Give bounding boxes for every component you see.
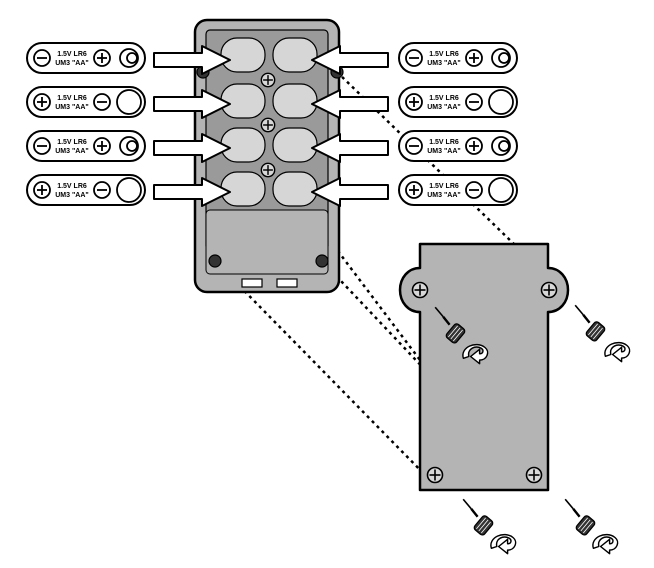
plus-icon — [465, 137, 483, 155]
terminal-nub-icon — [498, 140, 510, 152]
screw-hole-icon — [426, 466, 444, 484]
rotate-arrow-icon — [604, 341, 631, 363]
battery-size-label: UM3 "AA" — [55, 148, 88, 155]
plus-icon — [405, 93, 423, 111]
battery-voltage-label: 1.5V LR6 — [57, 139, 87, 146]
plus-icon — [93, 137, 111, 155]
battery-size-label: UM3 "AA" — [427, 192, 460, 199]
battery-size-label: UM3 "AA" — [55, 192, 88, 199]
battery-size-label: UM3 "AA" — [427, 104, 460, 111]
plus-icon — [405, 181, 423, 199]
corner-post-icon — [208, 254, 222, 268]
rotate-arrow-icon — [490, 533, 517, 555]
cell-slot — [220, 127, 266, 163]
center-screw-icon — [260, 72, 276, 88]
screw-hole-icon — [540, 281, 558, 299]
terminal-nub-icon — [126, 52, 138, 64]
terminal-icon — [488, 89, 514, 115]
battery-cells — [220, 37, 318, 207]
screw-icon — [462, 498, 496, 538]
battery-voltage-label: 1.5V LR6 — [429, 183, 459, 190]
terminal-icon — [488, 177, 514, 203]
minus-icon — [405, 49, 423, 67]
guide-line-bottom-left — [214, 260, 431, 481]
battery-size-label: UM3 "AA" — [55, 104, 88, 111]
battery-size-label: UM3 "AA" — [427, 60, 460, 67]
battery-voltage-label: 1.5V LR6 — [429, 139, 459, 146]
minus-icon — [465, 93, 483, 111]
rotate-arrow-icon — [592, 533, 619, 555]
screw-hole-icon — [411, 281, 429, 299]
battery-body — [26, 86, 146, 118]
battery-cover — [398, 242, 570, 492]
terminal-icon — [116, 177, 142, 203]
minus-icon — [93, 93, 111, 111]
minus-icon — [465, 181, 483, 199]
minus-icon — [93, 181, 111, 199]
battery-size-label: UM3 "AA" — [427, 148, 460, 155]
battery-voltage-label: 1.5V LR6 — [429, 95, 459, 102]
battery-body — [398, 86, 518, 118]
plus-icon — [33, 93, 51, 111]
holder-tab — [276, 278, 298, 288]
minus-icon — [405, 137, 423, 155]
terminal-nub-icon — [498, 52, 510, 64]
battery-voltage-label: 1.5V LR6 — [429, 51, 459, 58]
corner-post-icon — [315, 254, 329, 268]
holder-tab — [241, 278, 263, 288]
terminal-nub-icon — [126, 140, 138, 152]
battery-body — [26, 42, 146, 74]
screw-icon — [574, 304, 608, 344]
screw-icon — [564, 498, 598, 538]
battery-body — [26, 130, 146, 162]
plus-icon — [33, 181, 51, 199]
cell-slot — [272, 171, 318, 207]
battery-body — [398, 42, 518, 74]
battery-voltage-label: 1.5V LR6 — [57, 183, 87, 190]
center-screw-icon — [260, 117, 276, 133]
cover-plate — [398, 242, 570, 492]
minus-icon — [33, 137, 51, 155]
battery-body — [26, 174, 146, 206]
terminal-icon — [116, 89, 142, 115]
battery-body — [398, 174, 518, 206]
plus-icon — [93, 49, 111, 67]
battery-voltage-label: 1.5V LR6 — [57, 51, 87, 58]
battery-holder — [193, 18, 344, 294]
cell-slot — [272, 37, 318, 73]
plus-icon — [465, 49, 483, 67]
holder-base-panel — [205, 209, 329, 275]
cell-slot — [220, 83, 266, 119]
cell-slot — [220, 171, 266, 207]
battery-size-label: UM3 "AA" — [55, 60, 88, 67]
minus-icon — [33, 49, 51, 67]
battery-voltage-label: 1.5V LR6 — [57, 95, 87, 102]
battery-body — [398, 130, 518, 162]
center-screw-icon — [260, 162, 276, 178]
cell-slot — [220, 37, 266, 73]
cell-slot — [272, 127, 318, 163]
screw-hole-icon — [525, 466, 543, 484]
cell-slot — [272, 83, 318, 119]
